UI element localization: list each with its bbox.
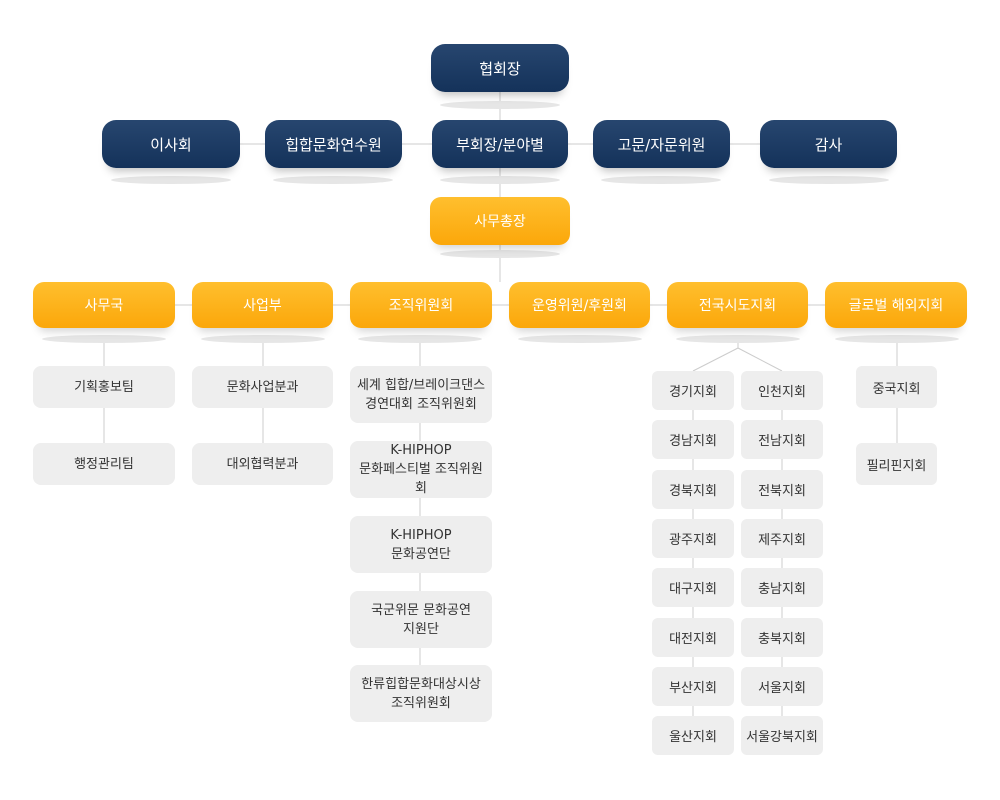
regional-branch-label: 광주지회: [669, 533, 717, 548]
secretary-general-box[interactable]: 사무총장: [430, 197, 570, 245]
business-team-label: 대외협력분과: [226, 456, 299, 472]
committee-label-line: 국군위문 문화공연: [371, 602, 471, 618]
president-box[interactable]: 협회장: [431, 44, 569, 92]
committee-label-line: 문화공연단: [391, 546, 451, 562]
regional-branch-label: 경남지회: [669, 434, 717, 449]
department-business-box[interactable]: 사업부: [192, 282, 333, 328]
department-global-label: 글로벌 해외지회: [848, 298, 944, 314]
committee-label: 국군위문 문화공연 지원단: [365, 601, 477, 639]
office-team-box[interactable]: 행정관리팀: [33, 443, 175, 485]
committee-label: K-HIPHOP 문화페스티벌 조직위원회: [350, 441, 492, 498]
business-team-label: 문화사업분과: [226, 379, 299, 395]
regional-branch-box[interactable]: 대전지회: [652, 618, 734, 657]
regional-branch-box[interactable]: 광주지회: [652, 519, 734, 558]
department-operation-box[interactable]: 운영위원/후원회: [509, 282, 650, 328]
business-team-box[interactable]: 문화사업분과: [192, 366, 333, 408]
office-team-box[interactable]: 기획홍보팀: [33, 366, 175, 408]
regional-branch-label: 충남지회: [758, 582, 806, 597]
regional-branch-box[interactable]: 경남지회: [652, 420, 734, 459]
regional-branch-label: 충북지회: [758, 632, 806, 647]
vice-president-box[interactable]: 부회장/분야별: [432, 120, 568, 168]
audit-label: 감사: [814, 135, 843, 154]
committee-label-line: 세계 힙합/브레이크댄스: [356, 377, 486, 393]
board-box[interactable]: 이사회: [102, 120, 240, 168]
committee-box[interactable]: K-HIPHOP 문화공연단: [350, 516, 492, 573]
department-global-box[interactable]: 글로벌 해외지회: [825, 282, 967, 328]
board-label: 이사회: [150, 135, 192, 154]
advisor-box[interactable]: 고문/자문위원: [593, 120, 730, 168]
regional-branch-box[interactable]: 부산지회: [652, 667, 734, 706]
regional-branch-label: 전남지회: [758, 434, 806, 449]
regional-branch-label: 부산지회: [669, 681, 717, 696]
regional-branch-box[interactable]: 경기지회: [652, 371, 734, 410]
regional-branch-box[interactable]: 서울지회: [741, 667, 823, 706]
department-office-box[interactable]: 사무국: [33, 282, 175, 328]
audit-box[interactable]: 감사: [760, 120, 897, 168]
regional-branch-label: 대전지회: [669, 632, 717, 647]
department-org-committee-box[interactable]: 조직위원회: [350, 282, 492, 328]
committee-label: 세계 힙합/브레이크댄스 경연대회 조직위원회: [351, 376, 491, 414]
regional-branch-box[interactable]: 충남지회: [741, 568, 823, 607]
committee-box[interactable]: 한류힙합문화대상시상 조직위원회: [350, 665, 492, 722]
department-office-label: 사무국: [84, 298, 124, 314]
research-institute-label: 힙합문화연수원: [285, 135, 382, 154]
business-team-box[interactable]: 대외협력분과: [192, 443, 333, 485]
global-branch-box[interactable]: 중국지회: [856, 366, 937, 408]
department-regional-label: 전국시도지회: [698, 298, 777, 314]
regional-branch-box[interactable]: 전남지회: [741, 420, 823, 459]
regional-branch-box[interactable]: 제주지회: [741, 519, 823, 558]
committee-box[interactable]: K-HIPHOP 문화페스티벌 조직위원회: [350, 441, 492, 498]
department-business-label: 사업부: [243, 298, 282, 314]
office-team-label: 기획홍보팀: [74, 379, 134, 395]
committee-label: K-HIPHOP 문화공연단: [384, 526, 457, 564]
research-institute-box[interactable]: 힙합문화연수원: [265, 120, 402, 168]
committee-label-line: 문화페스티벌 조직위원회: [359, 462, 483, 496]
regional-branch-label: 서울지회: [758, 681, 806, 696]
regional-branch-box[interactable]: 전북지회: [741, 470, 823, 509]
committee-label: 한류힙합문화대상시상 조직위원회: [355, 675, 487, 713]
office-team-label: 행정관리팀: [74, 456, 134, 472]
global-branch-box[interactable]: 필리핀지회: [856, 443, 937, 485]
committee-label-line: 경연대회 조직위원회: [365, 396, 477, 412]
regional-branch-box[interactable]: 서울강북지회: [741, 716, 823, 755]
committee-box[interactable]: 세계 힙합/브레이크댄스 경연대회 조직위원회: [350, 366, 492, 423]
committee-label-line: K-HIPHOP: [390, 443, 452, 458]
department-regional-box[interactable]: 전국시도지회: [667, 282, 808, 328]
vice-president-label: 부회장/분야별: [456, 135, 544, 154]
advisor-label: 고문/자문위원: [617, 135, 706, 154]
regional-branch-label: 인천지회: [758, 385, 806, 400]
regional-branch-label: 전북지회: [758, 484, 806, 499]
global-branch-label: 필리핀지회: [866, 458, 927, 474]
regional-branch-box[interactable]: 경북지회: [652, 470, 734, 509]
secretary-general-label: 사무총장: [474, 214, 526, 230]
regional-branch-box[interactable]: 충북지회: [741, 618, 823, 657]
regional-branch-label: 경북지회: [669, 484, 717, 499]
committee-box[interactable]: 국군위문 문화공연 지원단: [350, 591, 492, 648]
regional-branch-label: 제주지회: [758, 533, 806, 548]
global-branch-label: 중국지회: [872, 381, 921, 397]
committee-label-line: 지원단: [403, 621, 439, 637]
committee-label-line: K-HIPHOP: [390, 527, 452, 543]
department-operation-label: 운영위원/후원회: [532, 298, 627, 314]
regional-branch-box[interactable]: 인천지회: [741, 371, 823, 410]
department-org-committee-label: 조직위원회: [388, 298, 454, 314]
president-label: 협회장: [479, 59, 521, 78]
regional-branch-label: 경기지회: [669, 385, 717, 400]
committee-label-line: 한류힙합문화대상시상: [361, 676, 481, 692]
regional-branch-label: 울산지회: [669, 730, 717, 745]
regional-branch-box[interactable]: 대구지회: [652, 568, 734, 607]
regional-branch-label: 대구지회: [669, 582, 717, 597]
regional-branch-box[interactable]: 울산지회: [652, 716, 734, 755]
committee-label-line: 조직위원회: [391, 695, 451, 711]
regional-branch-label: 서울강북지회: [746, 730, 818, 745]
